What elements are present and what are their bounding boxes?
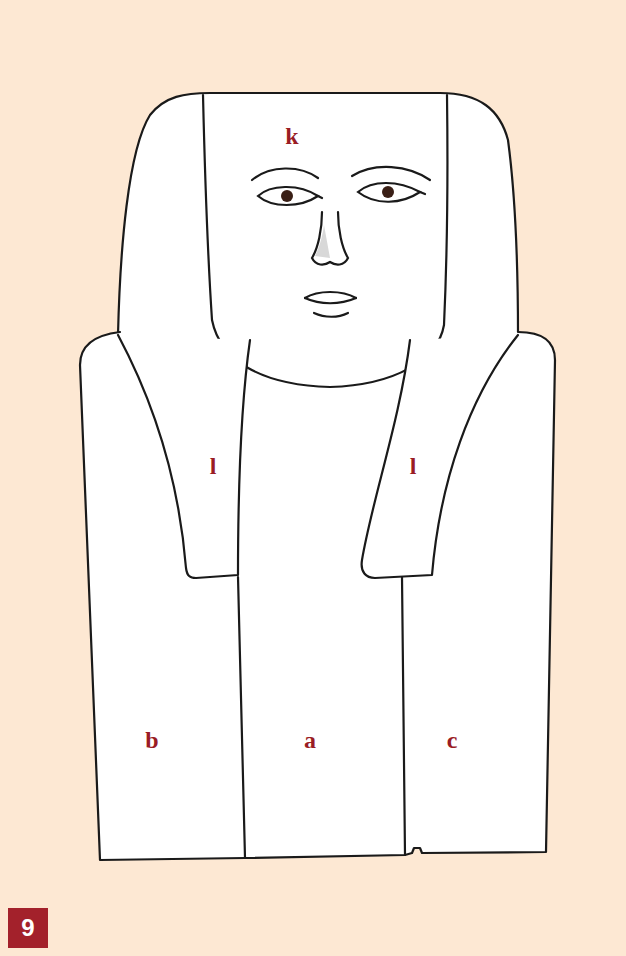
figure-number-box: 9 (8, 908, 48, 948)
part-letter: l (210, 454, 217, 478)
panel-divider (238, 577, 245, 858)
part-letter: b (145, 728, 158, 752)
panel-divider (402, 577, 405, 855)
brow (252, 168, 318, 180)
nose (312, 212, 348, 265)
nose-shade (315, 225, 330, 258)
eye (258, 187, 318, 205)
body-outline (80, 332, 555, 860)
eye-tail (318, 196, 322, 198)
right-lappet (362, 335, 518, 578)
eye-tail (420, 192, 425, 194)
pupil (281, 190, 293, 202)
part-letter: l (410, 454, 417, 478)
brow (352, 167, 430, 180)
left-lappet (118, 335, 250, 578)
part-letter: c (447, 728, 458, 752)
part-letter: k (285, 124, 298, 148)
eye (358, 183, 420, 202)
mouth (305, 292, 356, 298)
part-letter: a (304, 728, 316, 752)
figure-number: 9 (21, 916, 34, 940)
pupil (382, 186, 394, 198)
mouth (314, 313, 348, 317)
mouth (305, 298, 356, 303)
